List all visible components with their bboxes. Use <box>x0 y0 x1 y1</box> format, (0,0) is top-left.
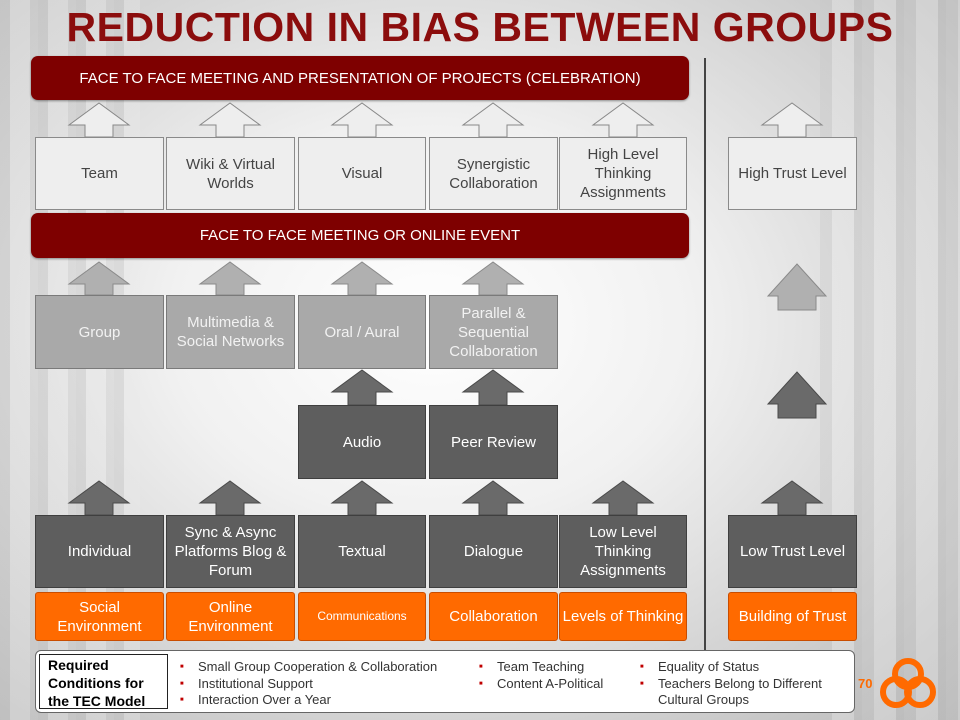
arrow-up-icon <box>330 102 394 138</box>
box-high-level-thinking: High Level Thinking Assignments <box>559 137 687 210</box>
category-online-environment: Online Environment <box>166 592 295 641</box>
box-low-trust-level: Low Trust Level <box>728 515 857 588</box>
arrow-up-icon <box>330 261 394 296</box>
list-item: Equality of Status <box>640 659 840 676</box>
divider-line <box>704 58 706 650</box>
box-parallel-sequential: Parallel & Sequential Collaboration <box>429 295 558 369</box>
category-social-environment: Social Environment <box>35 592 164 641</box>
logo-text: 70 <box>858 676 872 691</box>
box-textual: Textual <box>298 515 426 588</box>
category-building-of-trust: Building of Trust <box>728 592 857 641</box>
box-sync-async-platforms: Sync & Async Platforms Blog & Forum <box>166 515 295 588</box>
arrow-up-icon <box>198 480 262 516</box>
list-item: Interaction Over a Year <box>180 692 437 709</box>
arrow-up-icon <box>67 480 131 516</box>
category-communications: Communications <box>298 592 426 641</box>
rings-logo-icon: 70 <box>858 658 936 708</box>
list-item: Institutional Support <box>180 676 437 693</box>
arrow-up-icon <box>461 102 525 138</box>
box-oral-aural: Oral / Aural <box>298 295 426 369</box>
category-levels-of-thinking: Levels of Thinking <box>559 592 687 641</box>
arrow-up-icon <box>198 102 262 138</box>
conditions-list-1: Small Group Cooperation & Collaboration … <box>180 659 437 709</box>
conditions-list-2: Team Teaching Content A-Political <box>479 659 603 692</box>
box-audio: Audio <box>298 405 426 479</box>
arrow-up-icon <box>766 371 828 419</box>
conditions-list-3: Equality of Status Teachers Belong to Di… <box>640 659 840 709</box>
arrow-up-icon <box>766 263 828 311</box>
arrow-up-icon <box>461 369 525 406</box>
arrow-up-icon <box>461 480 525 516</box>
list-item: Content A-Political <box>479 676 603 693</box>
box-peer-review: Peer Review <box>429 405 558 479</box>
arrow-up-icon <box>330 480 394 516</box>
arrow-up-icon <box>67 261 131 296</box>
arrow-up-icon <box>67 102 131 138</box>
box-group: Group <box>35 295 164 369</box>
banner-meeting: FACE TO FACE MEETING OR ONLINE EVENT <box>31 213 689 258</box>
arrow-up-icon <box>461 261 525 296</box>
box-low-level-thinking: Low Level Thinking Assignments <box>559 515 687 588</box>
arrow-up-icon <box>591 480 655 516</box>
box-team: Team <box>35 137 164 210</box>
required-conditions-panel: Required Conditions for the TEC Model Sm… <box>35 650 855 713</box>
category-collaboration: Collaboration <box>429 592 558 641</box>
box-visual: Visual <box>298 137 426 210</box>
list-item: Small Group Cooperation & Collaboration <box>180 659 437 676</box>
list-item: Teachers Belong to Different Cultural Gr… <box>640 676 840 709</box>
list-item: Team Teaching <box>479 659 603 676</box>
banner-celebration: FACE TO FACE MEETING AND PRESENTATION OF… <box>31 56 689 100</box>
page-title: REDUCTION IN BIAS BETWEEN GROUPS <box>66 4 894 50</box>
arrow-up-icon <box>760 480 824 516</box>
required-conditions-heading: Required Conditions for the TEC Model <box>39 654 168 709</box>
box-wiki-virtual-worlds: Wiki & Virtual Worlds <box>166 137 295 210</box>
box-synergistic-collaboration: Synergistic Collaboration <box>429 137 558 210</box>
box-individual: Individual <box>35 515 164 588</box>
box-dialogue: Dialogue <box>429 515 558 588</box>
arrow-up-icon <box>198 261 262 296</box>
box-multimedia-social: Multimedia & Social Networks <box>166 295 295 369</box>
arrow-up-icon <box>760 102 824 138</box>
arrow-up-icon <box>591 102 655 138</box>
box-high-trust-level: High Trust Level <box>728 137 857 210</box>
arrow-up-icon <box>330 369 394 406</box>
